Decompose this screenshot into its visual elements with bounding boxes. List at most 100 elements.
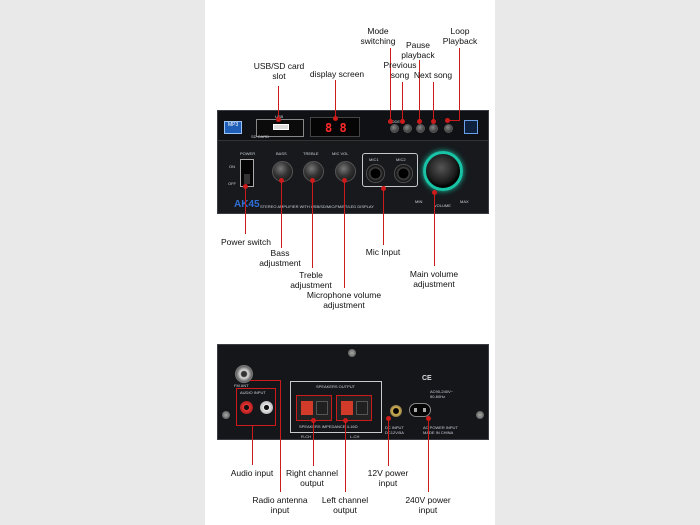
callout-dot-usb <box>276 117 281 122</box>
left-channel-terminal[interactable] <box>336 395 372 421</box>
rear-screw-left <box>222 411 230 419</box>
dc-input-label: DC INPUT DC12V/5A <box>385 425 404 435</box>
label-240v-power-input: 240V power input <box>405 495 451 515</box>
callout-line-bass <box>281 180 282 248</box>
label-bass-adjustment: Bass adjustment <box>259 248 301 268</box>
fm-antenna-jack[interactable] <box>235 365 253 383</box>
callout-line-power <box>245 186 246 234</box>
mp3-badge: MP3 <box>224 121 242 134</box>
power-switch[interactable] <box>240 159 254 187</box>
label-mode-switching: Mode switching <box>360 26 396 46</box>
model-name: AK45 <box>234 199 260 210</box>
mic2-jack[interactable] <box>394 164 413 183</box>
callout-line-radio-antenna <box>280 380 281 492</box>
callout-dot-pause <box>417 119 422 124</box>
l-ch-label: L-CH <box>350 434 360 439</box>
power-on-label: ON <box>229 164 235 169</box>
label-treble-adjustment: Treble adjustment <box>290 270 332 290</box>
rca-left-jack[interactable] <box>240 401 253 414</box>
callout-dot-12v <box>386 416 391 421</box>
pause-button[interactable] <box>416 124 425 133</box>
audio-input-panel-label: AUDIO INPUT <box>240 390 266 395</box>
usb-sd-slot[interactable]: USB SD CARD <box>251 114 304 139</box>
product-image-card: MP3 USB SD CARD 8 8 MODE POWER ON OFF BA… <box>205 0 495 525</box>
callout-dot-240v <box>426 416 431 421</box>
callout-dot-mode <box>388 119 393 124</box>
display-digits: 8 8 <box>325 121 347 135</box>
label-main-volume-adjustment: Main volume adjustment <box>409 269 459 289</box>
callout-line-pause <box>419 60 420 121</box>
speakers-output-box: SPEAKERS OUTPUT SPEAKERS IMPEDANCE 4-16Ω <box>290 381 382 433</box>
impedance-label: SPEAKERS IMPEDANCE 4-16Ω <box>299 424 358 429</box>
usb-port[interactable] <box>273 124 289 130</box>
callout-dot-bass <box>279 178 284 183</box>
callout-line-audio-input <box>252 425 253 465</box>
callout-line-mode <box>390 48 391 121</box>
volume-min-label: MIN <box>415 199 423 204</box>
callout-line-next <box>433 82 434 121</box>
mic-input-box: MIC1 MIC2 <box>362 153 418 187</box>
callout-dot-mic-vol <box>342 178 347 183</box>
label-pause-playback: Pause playback <box>401 40 435 60</box>
callout-line-radio-antenna-h <box>250 380 280 381</box>
label-left-channel-output: Left channel output <box>321 495 369 515</box>
callout-line-mic-vol <box>344 180 345 288</box>
callout-line-loop <box>459 48 460 120</box>
callout-line-left-channel <box>345 420 346 492</box>
right-channel-terminal[interactable] <box>296 395 332 421</box>
callout-dot-display <box>333 116 338 121</box>
mode-label: MODE <box>388 119 400 124</box>
callout-line-12v <box>388 418 389 466</box>
volume-knob[interactable] <box>423 151 463 191</box>
audio-input-box: AUDIO INPUT <box>236 388 276 426</box>
ac-power-socket[interactable] <box>409 403 431 417</box>
mic1-label: MIC1 <box>369 157 379 162</box>
power-off-label: OFF <box>228 181 236 186</box>
callout-dot-loop <box>445 118 450 123</box>
volume-label: VOLUME <box>434 203 451 208</box>
callout-dot-mic-input <box>381 186 386 191</box>
mp3-badge-label: MP3 <box>228 122 239 128</box>
model-subtitle: STEREO AMPLIFIER WITH USB/SD/MIC/FM/BT/L… <box>260 204 374 209</box>
callout-line-right-channel <box>313 420 314 466</box>
mic2-label: MIC2 <box>396 157 406 162</box>
treble-label: TREBLE <box>303 151 319 156</box>
rca-right-jack[interactable] <box>260 401 273 414</box>
label-previous-song: Previous song <box>383 60 417 80</box>
callout-line-treble <box>312 180 313 268</box>
callout-dot-volume <box>432 190 437 195</box>
label-next-song: Next song <box>413 70 453 80</box>
callout-line-volume <box>434 192 435 266</box>
label-audio-input: Audio input <box>230 468 274 478</box>
dc-input-jack[interactable] <box>390 405 402 417</box>
label-12v-power-input: 12V power input <box>367 468 409 488</box>
callout-dot-next <box>431 119 436 124</box>
mic-vol-label: MIC VOL <box>332 151 349 156</box>
mode-button[interactable] <box>390 124 399 133</box>
rear-screw-top <box>348 349 356 357</box>
r-ch-label: R-CH <box>301 434 311 439</box>
ce-mark: CE <box>422 375 432 382</box>
label-mic-volume-adjustment: Microphone volume adjustment <box>306 290 382 310</box>
bluetooth-indicator <box>464 120 478 134</box>
mic1-jack[interactable] <box>366 164 385 183</box>
label-usb-sd-slot: USB/SD card slot <box>253 61 305 81</box>
callout-line-mic-input <box>383 188 384 245</box>
fm-ant-label: FM ANT <box>234 383 249 388</box>
callout-dot-treble <box>310 178 315 183</box>
usb-port-label: USB <box>275 114 283 119</box>
callout-dot-left-channel <box>343 418 348 423</box>
previous-button[interactable] <box>403 124 412 133</box>
callout-line-usb <box>278 86 279 119</box>
label-power-switch: Power switch <box>220 237 272 247</box>
amplifier-rear-panel: FM ANT AUDIO INPUT SPEAKERS OUTPUT SPEAK… <box>217 344 489 440</box>
power-label: POWER <box>240 151 256 156</box>
callout-dot-power <box>243 184 248 189</box>
callout-line-display <box>335 80 336 118</box>
callout-dot-right-channel <box>311 418 316 423</box>
loop-button[interactable] <box>444 124 453 133</box>
volume-max-label: MAX <box>460 199 469 204</box>
label-mic-input: Mic Input <box>365 247 401 257</box>
next-button[interactable] <box>429 124 438 133</box>
rear-screw-right <box>476 411 484 419</box>
